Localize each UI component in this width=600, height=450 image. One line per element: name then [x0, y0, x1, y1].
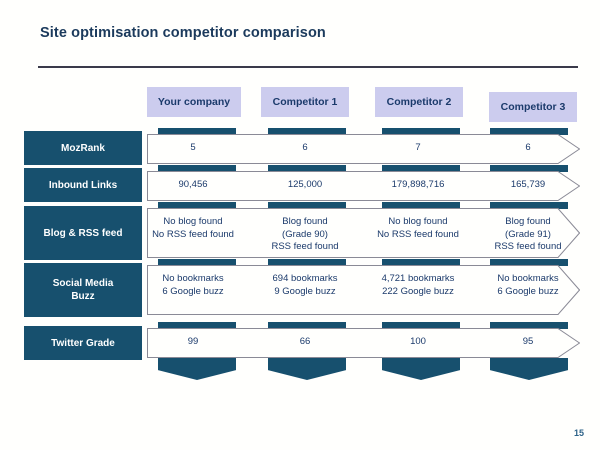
row-label-1[interactable]: MozRank: [24, 131, 142, 165]
cell-r2-c3: 179,898,716: [391, 179, 445, 190]
column-header-4[interactable]: Competitor 3: [489, 92, 577, 122]
connector-bar: [490, 259, 568, 266]
title-divider: [38, 66, 578, 68]
cell-r1-c1: 5: [190, 142, 196, 153]
cell-r4-c2: 694 bookmarks 9 Google buzz: [272, 273, 338, 297]
bottom-arrow-3: [382, 358, 460, 380]
cell-r4-c4: No bookmarks 6 Google buzz: [497, 273, 559, 297]
cell-r2-c2: 125,000: [287, 179, 323, 190]
connector-bar: [268, 128, 346, 135]
connector-bar: [158, 128, 236, 135]
cell-r2-c1: 90,456: [178, 179, 208, 190]
cell-r2-c4: 165,739: [510, 179, 546, 190]
connector-bar: [268, 202, 346, 209]
cell-r5-c1: 99: [187, 336, 199, 347]
bottom-arrow-1: [158, 358, 236, 380]
row-label-text: MozRank: [61, 142, 105, 154]
page-title: Site optimisation competitor comparison: [40, 25, 326, 41]
cell-r1-c4: 6: [525, 142, 531, 153]
connector-bar: [268, 259, 346, 266]
connector-bar: [490, 128, 568, 135]
column-header-1[interactable]: Your company: [147, 87, 241, 117]
page-number: 15: [573, 428, 584, 438]
column-header-2[interactable]: Competitor 1: [261, 87, 349, 117]
connector-bar: [158, 202, 236, 209]
connector-bar: [490, 202, 568, 209]
connector-bar: [490, 165, 568, 172]
row-label-4[interactable]: Social Media Buzz: [24, 263, 142, 317]
cell-r3-c3: No blog found No RSS feed found: [377, 216, 459, 240]
row-label-text: Social Media Buzz: [52, 278, 114, 302]
cell-r5-c4: 95: [522, 336, 534, 347]
connector-bar: [382, 202, 460, 209]
bottom-arrow-4: [490, 358, 568, 380]
cell-r5-c2: 66: [299, 336, 311, 347]
connector-bar: [158, 165, 236, 172]
column-header-label: Your company: [157, 96, 231, 108]
cell-r4-c3: 4,721 bookmarks 222 Google buzz: [381, 273, 455, 297]
connector-bar: [268, 165, 346, 172]
bottom-arrow-2: [268, 358, 346, 380]
cell-r5-c3: 100: [410, 336, 426, 347]
row-label-5[interactable]: Twitter Grade: [24, 326, 142, 360]
connector-bar: [382, 322, 460, 329]
connector-bar: [490, 322, 568, 329]
connector-bar: [382, 165, 460, 172]
connector-bar: [158, 322, 236, 329]
column-header-label: Competitor 3: [500, 101, 566, 113]
cell-r3-c1: No blog found No RSS feed found: [152, 216, 234, 240]
connector-bar: [382, 128, 460, 135]
cell-r1-c3: 7: [415, 142, 421, 153]
row-label-text: Blog & RSS feed: [43, 227, 123, 239]
cell-r1-c2: 6: [302, 142, 308, 153]
connector-bar: [382, 259, 460, 266]
cell-r3-c4: Blog found (Grade 91) RSS feed found: [494, 216, 562, 252]
cell-r3-c2: Blog found (Grade 90) RSS feed found: [271, 216, 339, 252]
column-header-label: Competitor 2: [386, 96, 452, 108]
row-label-2[interactable]: Inbound Links: [24, 168, 142, 202]
row-label-text: Twitter Grade: [51, 337, 115, 349]
connector-bar: [268, 322, 346, 329]
connector-bar: [158, 259, 236, 266]
cell-r4-c1: No bookmarks 6 Google buzz: [162, 273, 224, 297]
row-label-text: Inbound Links: [48, 179, 118, 191]
column-header-label: Competitor 1: [272, 96, 338, 108]
column-header-3[interactable]: Competitor 2: [375, 87, 463, 117]
row-label-3[interactable]: Blog & RSS feed: [24, 206, 142, 260]
